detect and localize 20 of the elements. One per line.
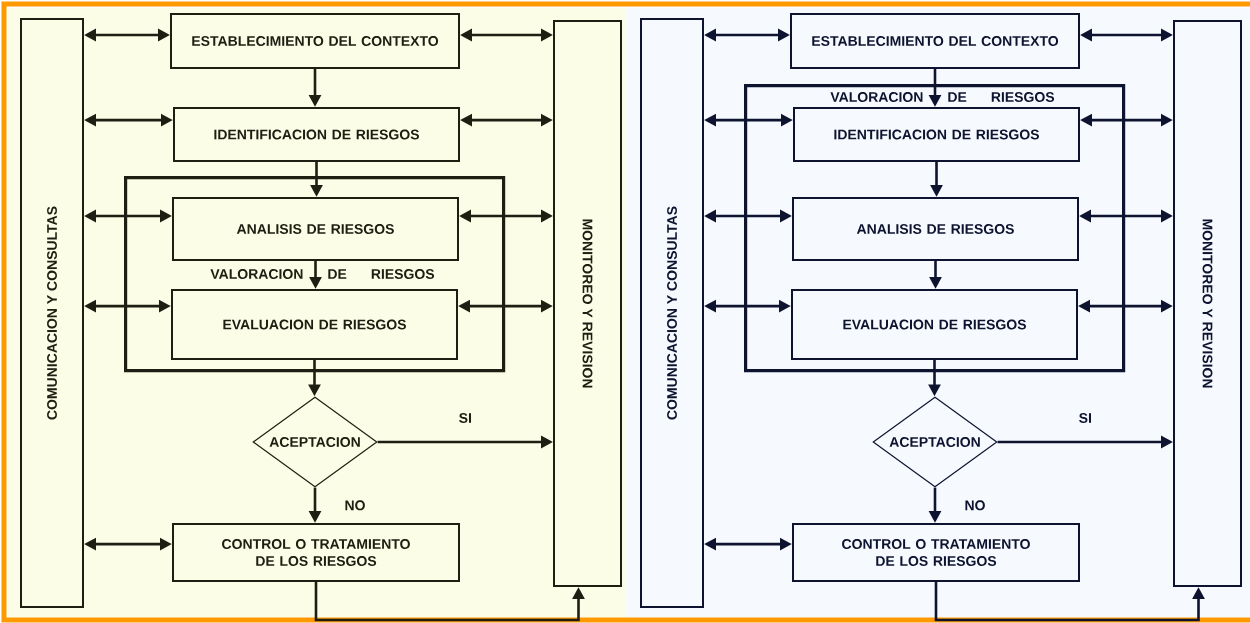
edge-label: SI (459, 413, 471, 423)
process-box: ANALISIS DE RIESGOS (792, 197, 1079, 261)
process-box: EVALUACION DE RIESGOS (791, 289, 1078, 360)
edge-label: NO (965, 500, 985, 511)
group-label: VALORACION DE RIESGOS (830, 92, 1055, 102)
edge-label: NO (345, 500, 365, 511)
process-box: IDENTIFICACION DE RIESGOS (173, 107, 460, 162)
edge-label: SI (1079, 413, 1091, 423)
side-bar: COMUNICACION Y CONSULTAS (640, 18, 704, 608)
process-box: CONTROL O TRATAMIENTO DE LOS RIESGOS (172, 523, 460, 582)
side-bar: MONITOREO Y REVISION (553, 20, 622, 587)
side-bar: COMUNICACION Y CONSULTAS (20, 18, 84, 608)
process-box: IDENTIFICACION DE RIESGOS (793, 107, 1080, 162)
process-box: ANALISIS DE RIESGOS (172, 197, 459, 261)
process-box: CONTROL O TRATAMIENTO DE LOS RIESGOS (792, 523, 1080, 582)
group-label: VALORACION DE RIESGOS (210, 269, 435, 279)
process-box: ESTABLECIMIENTO DEL CONTEXTO (790, 13, 1080, 69)
process-box: ESTABLECIMIENTO DEL CONTEXTO (170, 13, 460, 69)
side-bar: MONITOREO Y REVISION (1173, 20, 1242, 587)
process-box: EVALUACION DE RIESGOS (171, 289, 458, 360)
